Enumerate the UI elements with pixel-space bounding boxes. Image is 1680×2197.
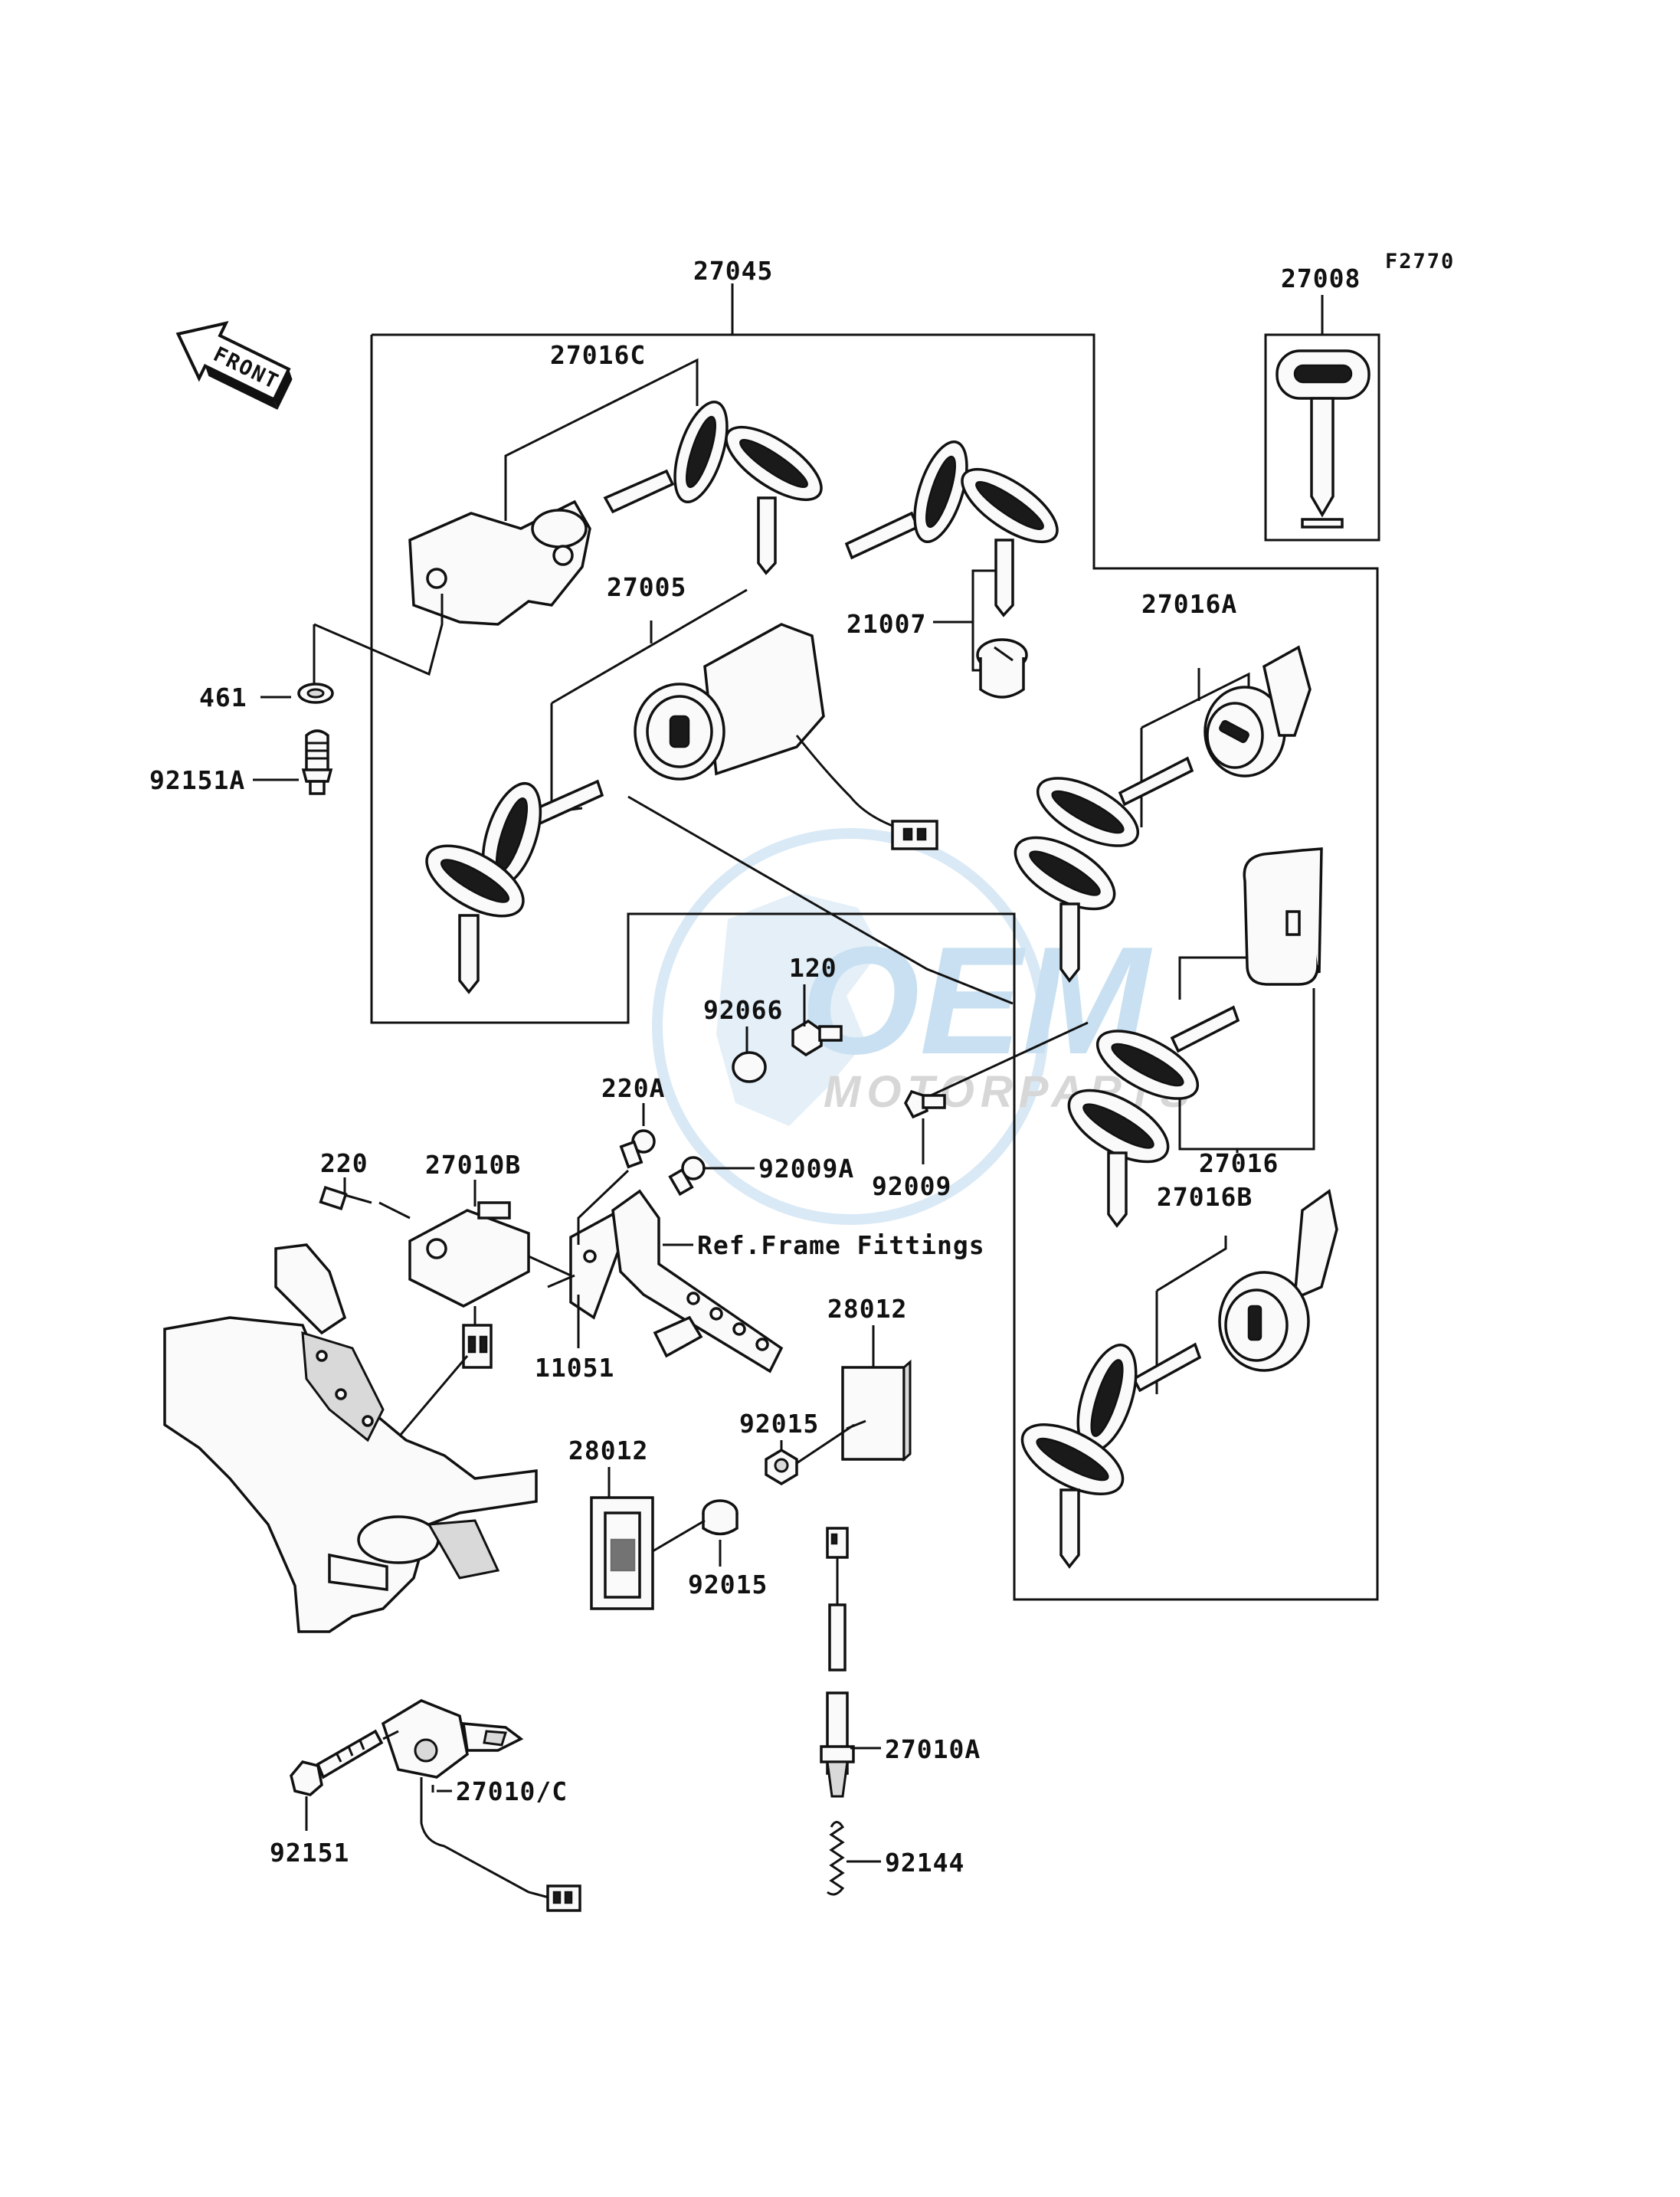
label-220A: 220A: [601, 1073, 665, 1103]
keys-27016-icon: [1067, 1005, 1240, 1228]
label-92009A: 92009A: [758, 1154, 854, 1184]
bolt-92151-icon: [290, 1729, 384, 1796]
washer-461-icon: [297, 683, 334, 704]
label-28012-lower: 28012: [568, 1436, 648, 1465]
label-27016B: 27016B: [1157, 1182, 1253, 1212]
cap-92066-icon: [732, 1051, 767, 1083]
ignition-switch-27005-icon: [634, 623, 938, 850]
figure-code: F2770: [1385, 250, 1455, 273]
label-27010B: 27010B: [425, 1150, 521, 1180]
set-outline-27045: [370, 333, 1379, 1601]
keys-21007-set-icon: [844, 440, 1059, 617]
lock-27016A-icon: [1204, 645, 1312, 778]
key-27008-icon: [1276, 349, 1371, 529]
switch-27010A-icon: [820, 1527, 855, 1798]
label-120: 120: [789, 953, 837, 983]
label-21007: 21007: [847, 609, 926, 639]
spring-92144-icon: [827, 1821, 845, 1896]
switch-27010B-icon: [408, 1201, 530, 1369]
bracket-11051-icon: [547, 1212, 622, 1320]
label-27008: 27008: [1281, 264, 1361, 293]
label-92151A: 92151A: [149, 765, 245, 795]
keys-27005-icon: [425, 779, 604, 994]
lock-plug-21007-icon: [976, 638, 1028, 699]
pad-28012-upper-icon: [841, 1359, 912, 1462]
label-27016: 27016: [1199, 1148, 1279, 1178]
label-92066: 92066: [703, 995, 783, 1025]
label-92151: 92151: [270, 1838, 349, 1868]
keys-27016C-icon: [603, 401, 823, 575]
front-arrow-icon: FRONT: [175, 321, 293, 410]
label-27016A: 27016A: [1141, 589, 1237, 619]
frame-bracket-icon: [611, 1189, 784, 1374]
keys-27016A-icon: [1014, 756, 1194, 983]
switch-cover-27016C-icon: [408, 499, 591, 626]
label-27045: 27045: [693, 256, 773, 286]
watermark-main: OEM: [801, 915, 1153, 1086]
screw-220A-icon: [619, 1129, 656, 1169]
screw-92009-icon: [904, 1089, 946, 1119]
label-461: 461: [199, 683, 247, 712]
bolt-120-icon: [791, 1019, 843, 1057]
lock-27016B-icon: [1218, 1189, 1338, 1372]
label-ref-frame-fittings: Ref.Frame Fittings: [697, 1230, 985, 1260]
label-92015-upper: 92015: [739, 1409, 819, 1439]
keys-27016B-icon: [1020, 1342, 1202, 1569]
frame-section-icon: [163, 1243, 538, 1633]
label-27005: 27005: [607, 572, 686, 602]
pad-28012-lower-icon: [590, 1496, 654, 1610]
nut-92015-upper-icon: [765, 1448, 798, 1486]
screw-92009A-icon: [668, 1156, 706, 1197]
nut-92015-lower-icon: [702, 1499, 738, 1536]
screw-220-icon: [319, 1185, 372, 1211]
label-27016C: 27016C: [550, 340, 646, 370]
label-11051: 11051: [535, 1353, 614, 1383]
label-220: 220: [320, 1148, 368, 1178]
lock-27016-icon: [1243, 847, 1323, 986]
label-92009: 92009: [872, 1171, 951, 1201]
bolt-92151A-icon: [301, 729, 333, 795]
label-92015-lower: 92015: [688, 1570, 768, 1599]
switch-27010C-icon: [381, 1699, 581, 1912]
label-27010A: 27010A: [885, 1734, 981, 1764]
label-27010C: 27010/C: [456, 1776, 568, 1806]
label-28012-upper: 28012: [827, 1294, 907, 1324]
label-92144: 92144: [885, 1848, 964, 1878]
